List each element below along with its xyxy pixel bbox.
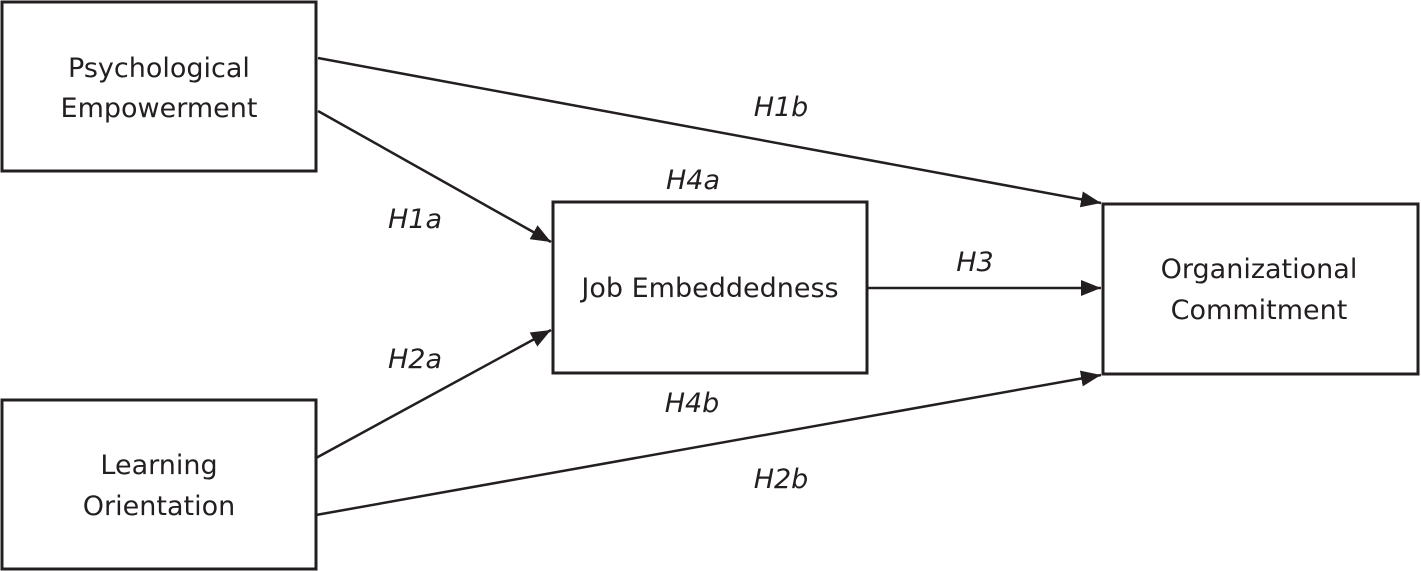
node-box bbox=[551, 200, 869, 375]
arrow-h2b bbox=[315, 370, 1102, 517]
node-organizational-commitment: Organizational Commitment bbox=[1101, 202, 1420, 376]
node-box bbox=[1101, 202, 1420, 376]
node-label-line-1: Learning bbox=[100, 450, 217, 481]
node-label-line-2: Empowerment bbox=[61, 93, 258, 124]
arrow-h2a bbox=[315, 328, 552, 460]
node-psychological-empowerment: Psychological Empowerment bbox=[0, 0, 318, 173]
label-h1a: H1a bbox=[388, 204, 442, 235]
arrow-h1b bbox=[317, 56, 1102, 208]
node-box bbox=[0, 0, 318, 173]
label-h3: H3 bbox=[956, 247, 993, 278]
node-label-line-1: Psychological bbox=[68, 53, 250, 84]
label-h2a: H2a bbox=[388, 344, 442, 375]
label-h2b: H2b bbox=[754, 464, 809, 495]
node-label-line-1: Organizational bbox=[1161, 254, 1358, 285]
node-learning-orientation: Learning Orientation bbox=[0, 398, 318, 571]
node-label-line-2: Commitment bbox=[1171, 295, 1348, 326]
label-h1b: H1b bbox=[754, 92, 809, 123]
node-job-embeddedness: Job Embeddedness bbox=[551, 200, 869, 375]
node-box bbox=[0, 398, 318, 571]
label-h4b: H4b bbox=[665, 388, 720, 419]
label-h4a: H4a bbox=[666, 165, 720, 196]
node-label-line-1: Job Embeddedness bbox=[579, 273, 838, 304]
arrow-h1a bbox=[317, 109, 552, 244]
node-label-line-2: Orientation bbox=[83, 491, 235, 522]
